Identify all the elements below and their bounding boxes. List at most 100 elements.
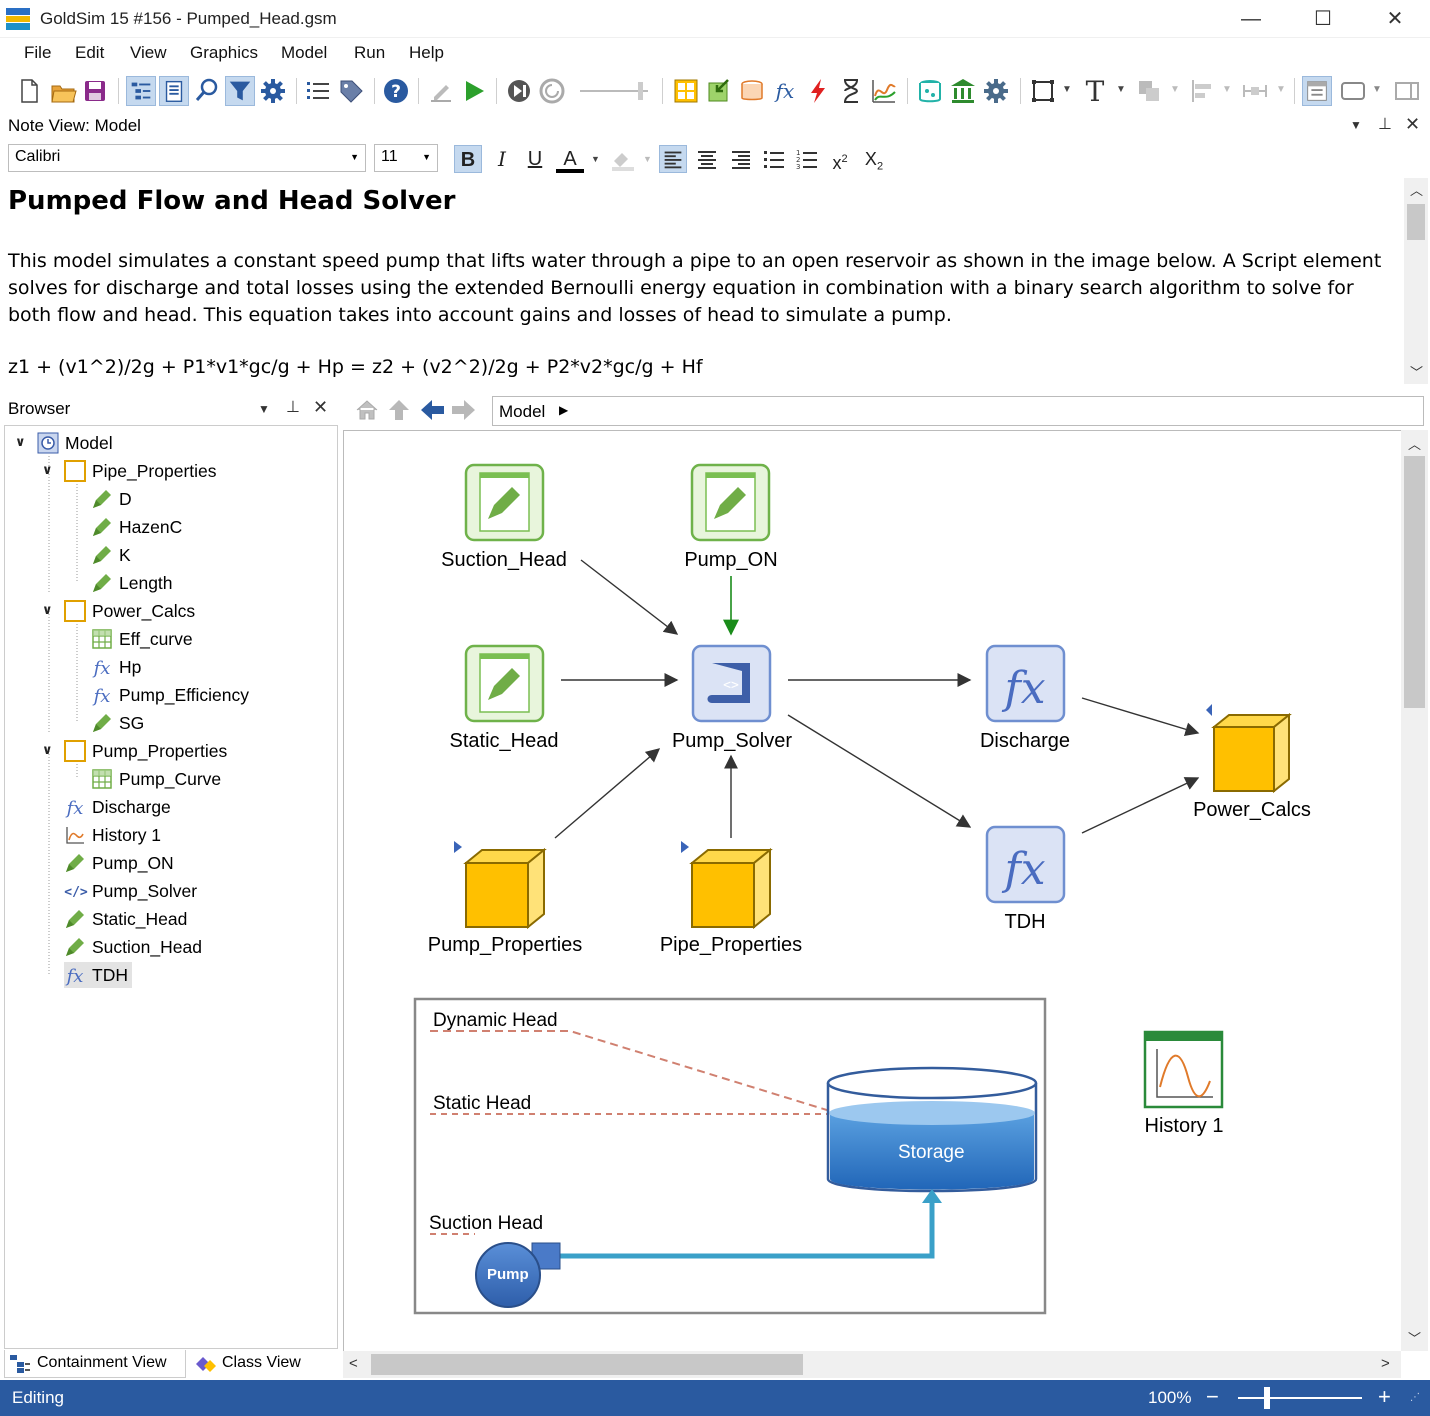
subscript-button[interactable]: X2 xyxy=(864,149,884,173)
maximize-button[interactable]: ☐ xyxy=(1314,8,1332,30)
breadcrumb[interactable]: Model ▶ xyxy=(492,396,1424,426)
suction-head-node[interactable] xyxy=(464,463,545,542)
font-color-button[interactable]: A xyxy=(556,145,584,173)
close-pane-icon[interactable]: ✕ xyxy=(313,397,329,417)
pin-icon[interactable]: ⊥ xyxy=(286,399,300,416)
scroll-left-icon[interactable]: < xyxy=(349,1355,358,1372)
pipe-properties-node[interactable] xyxy=(681,841,773,930)
edit-mode-icon[interactable] xyxy=(426,76,456,106)
scroll-up-icon[interactable]: ︿ xyxy=(1410,183,1424,198)
scroll-thumb[interactable] xyxy=(1404,456,1425,708)
tree-item[interactable]: D xyxy=(91,486,132,512)
zoom-out-button[interactable]: − xyxy=(1206,1384,1219,1409)
tree-item[interactable]: K xyxy=(91,542,131,568)
help-icon[interactable]: ? xyxy=(381,76,411,106)
tree-item[interactable]: Pump_Curve xyxy=(91,766,221,792)
time-history-icon[interactable] xyxy=(869,76,899,106)
bullet-list-icon[interactable] xyxy=(760,145,788,173)
highlight-color-icon[interactable] xyxy=(608,147,638,173)
settings-gear-icon[interactable] xyxy=(258,76,288,106)
pump-solver-node[interactable]: <> xyxy=(691,644,772,723)
tree-item[interactable]: Suction_Head xyxy=(64,934,202,960)
menu-graphics[interactable]: Graphics xyxy=(190,43,259,62)
scroll-down-icon[interactable]: ﹀ xyxy=(1408,1331,1422,1346)
chevron-down-icon[interactable]: ▼ xyxy=(591,154,600,164)
canvas-horizontal-scrollbar[interactable]: < > xyxy=(343,1351,1401,1378)
step-icon[interactable] xyxy=(504,76,534,106)
tree-item[interactable]: Pump_ON xyxy=(64,850,174,876)
tree-item[interactable]: ∨Power_Calcs xyxy=(42,598,195,624)
scroll-up-icon[interactable]: ︿ xyxy=(1408,437,1422,452)
zoom-in-button[interactable]: + xyxy=(1378,1384,1391,1409)
arrange-icon[interactable] xyxy=(1134,76,1164,106)
up-arrow-icon[interactable] xyxy=(386,397,412,423)
side-panel-icon[interactable] xyxy=(1392,76,1422,106)
pump-on-node[interactable] xyxy=(690,463,771,542)
home-icon[interactable] xyxy=(354,397,380,423)
window-shape-icon[interactable] xyxy=(1338,76,1368,106)
chevron-down-icon[interactable]: ▼ xyxy=(1222,84,1232,95)
run-play-icon[interactable] xyxy=(459,76,489,106)
static-head-node[interactable] xyxy=(464,644,545,723)
grid-view-icon[interactable] xyxy=(1302,76,1332,106)
font-size-select[interactable]: 11 ▼ xyxy=(374,144,438,172)
canvas-vertical-scrollbar[interactable]: ︿ ﹀ xyxy=(1401,430,1428,1351)
underline-button[interactable]: U xyxy=(527,148,543,170)
financial-icon[interactable] xyxy=(948,76,978,106)
chevron-down-icon[interactable]: ▼ xyxy=(1372,84,1382,95)
chevron-down-icon[interactable]: ▼ xyxy=(643,154,652,164)
tab-containment-view[interactable]: Containment View xyxy=(4,1350,186,1378)
scroll-right-icon[interactable]: > xyxy=(1381,1355,1390,1372)
expand-chevron-icon[interactable]: ∨ xyxy=(42,462,53,477)
font-name-select[interactable]: Calibri ▼ xyxy=(8,144,366,172)
discharge-node[interactable]: fx xyxy=(985,644,1066,723)
hourglass-icon[interactable] xyxy=(836,76,866,106)
expand-chevron-icon[interactable]: ∨ xyxy=(42,742,53,757)
forward-arrow-icon[interactable] xyxy=(450,397,478,423)
tree-item[interactable]: ∨Model xyxy=(15,430,113,456)
event-lightning-icon[interactable] xyxy=(803,76,833,106)
zoom-slider-thumb[interactable] xyxy=(1264,1387,1270,1409)
chevron-down-icon[interactable]: ▼ xyxy=(1116,84,1126,95)
tdh-node[interactable]: fx xyxy=(985,825,1066,904)
expand-chevron-icon[interactable]: ∨ xyxy=(15,434,26,449)
browser-toggle-icon[interactable] xyxy=(126,76,156,106)
breadcrumb-arrow-icon[interactable]: ▶ xyxy=(559,403,569,417)
reservoir-icon[interactable] xyxy=(737,76,767,106)
tag-icon[interactable] xyxy=(336,76,366,106)
menu-model[interactable]: Model xyxy=(281,43,328,62)
chevron-down-icon[interactable]: ▼ xyxy=(1170,84,1180,95)
note-scrollbar[interactable]: ︿ ﹀ xyxy=(1404,178,1428,384)
tree-item[interactable]: SG xyxy=(91,710,144,736)
insert-element-icon[interactable] xyxy=(671,76,701,106)
find-icon[interactable] xyxy=(192,76,222,106)
tree-item[interactable]: ∨Pipe_Properties xyxy=(42,458,217,484)
tree-item[interactable]: HazenC xyxy=(91,514,182,540)
dropdown-arrow-icon[interactable]: ▼ xyxy=(1350,118,1362,132)
pump-properties-node[interactable] xyxy=(454,841,547,930)
save-icon[interactable] xyxy=(80,76,110,106)
tab-class-view[interactable]: Class View xyxy=(190,1350,338,1378)
text-tool-icon[interactable]: T xyxy=(1080,76,1110,106)
scroll-thumb[interactable] xyxy=(1407,204,1425,240)
tree-item[interactable]: Length xyxy=(91,570,173,596)
power-calcs-node[interactable] xyxy=(1206,704,1292,794)
rectangle-tool-icon[interactable] xyxy=(1028,76,1058,106)
reset-icon[interactable] xyxy=(537,76,567,106)
tree-item[interactable]: ∨Pump_Properties xyxy=(42,738,227,764)
numbered-list-icon[interactable]: 123 xyxy=(793,145,821,173)
menu-file[interactable]: File xyxy=(24,43,52,62)
import-icon[interactable] xyxy=(704,76,734,106)
align-center-icon[interactable] xyxy=(693,145,721,173)
note-content[interactable]: Pumped Flow and Head Solver This model s… xyxy=(0,178,1404,384)
note-pane-icon[interactable] xyxy=(159,76,189,106)
speed-slider[interactable] xyxy=(578,80,652,102)
resize-grip-icon[interactable]: ⋰ xyxy=(1410,1392,1420,1403)
zoom-slider-track[interactable] xyxy=(1238,1397,1362,1399)
tree-item[interactable]: History 1 xyxy=(64,822,161,848)
